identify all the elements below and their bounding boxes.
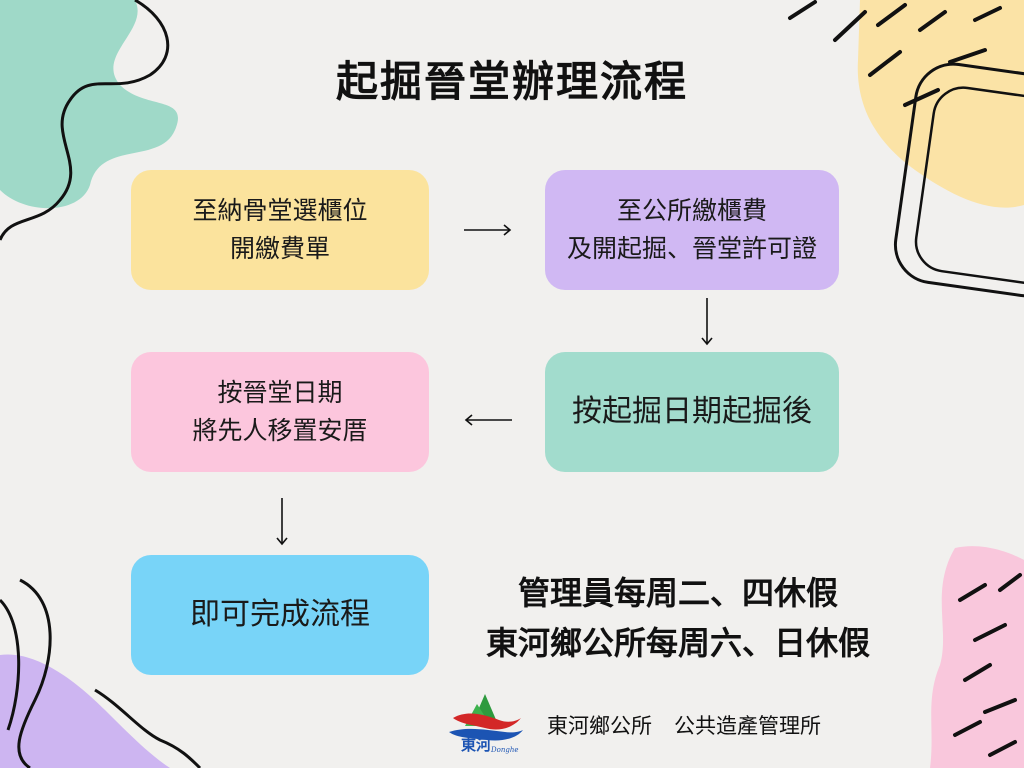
- holiday-notice: 管理員每周二、四休假 東河鄉公所每周六、日休假: [448, 568, 908, 668]
- step-text-line: 至納骨堂選櫃位: [192, 196, 368, 225]
- step-exhume: 按起掘日期起掘後: [545, 352, 839, 472]
- step-text-line: 及開起掘、晉堂許可證: [566, 234, 817, 263]
- dash-strokes-bottom-right: [953, 573, 1022, 757]
- step-text-line: 將先人移置安厝: [192, 416, 368, 445]
- footer: 東河 Donghe 東河鄉公所公共造產管理所: [447, 692, 821, 758]
- arrow-right-icon: [464, 224, 512, 236]
- step-text-line: 開繳費單: [229, 234, 330, 263]
- step-pay-fee-permit: 至公所繳櫃費 及開起掘、晉堂許可證: [545, 170, 839, 290]
- svg-text:東河: 東河: [461, 736, 491, 754]
- step-text-line: 按起掘日期起掘後: [572, 394, 812, 429]
- footer-text: 東河鄉公所公共造產管理所: [547, 710, 821, 740]
- squiggle-bottom-left: [94, 688, 202, 768]
- leaf-outline-left: [17, 578, 52, 768]
- notice-line-admin: 管理員每周二、四休假: [517, 574, 838, 612]
- step-complete: 即可完成流程: [131, 555, 429, 675]
- step-text-line: 至公所繳櫃費: [616, 196, 767, 225]
- step-place-ancestor: 按晉堂日期 將先人移置安厝: [131, 352, 429, 472]
- footer-dept-name: 公共造產管理所: [674, 714, 821, 738]
- arrow-left-icon: [464, 414, 512, 426]
- township-logo-icon: 東河 Donghe: [449, 694, 523, 754]
- step-text-line: 即可完成流程: [190, 597, 370, 632]
- pink-blob-shape: [930, 546, 1024, 768]
- svg-text:Donghe: Donghe: [490, 746, 518, 754]
- arrow-down-icon: [701, 298, 713, 346]
- leaf-outline-left-2: [0, 598, 21, 731]
- arrow-down-icon: [276, 498, 288, 546]
- page-title: 起掘晉堂辦理流程: [335, 57, 688, 106]
- footer-org-name: 東河鄉公所: [547, 714, 652, 738]
- step-text-line: 按晉堂日期: [217, 378, 343, 407]
- step-select-niche: 至納骨堂選櫃位 開繳費單: [131, 170, 429, 290]
- rounded-outline-shape-inner: [914, 86, 1024, 286]
- notice-line-office: 東河鄉公所每周六、日休假: [485, 624, 870, 662]
